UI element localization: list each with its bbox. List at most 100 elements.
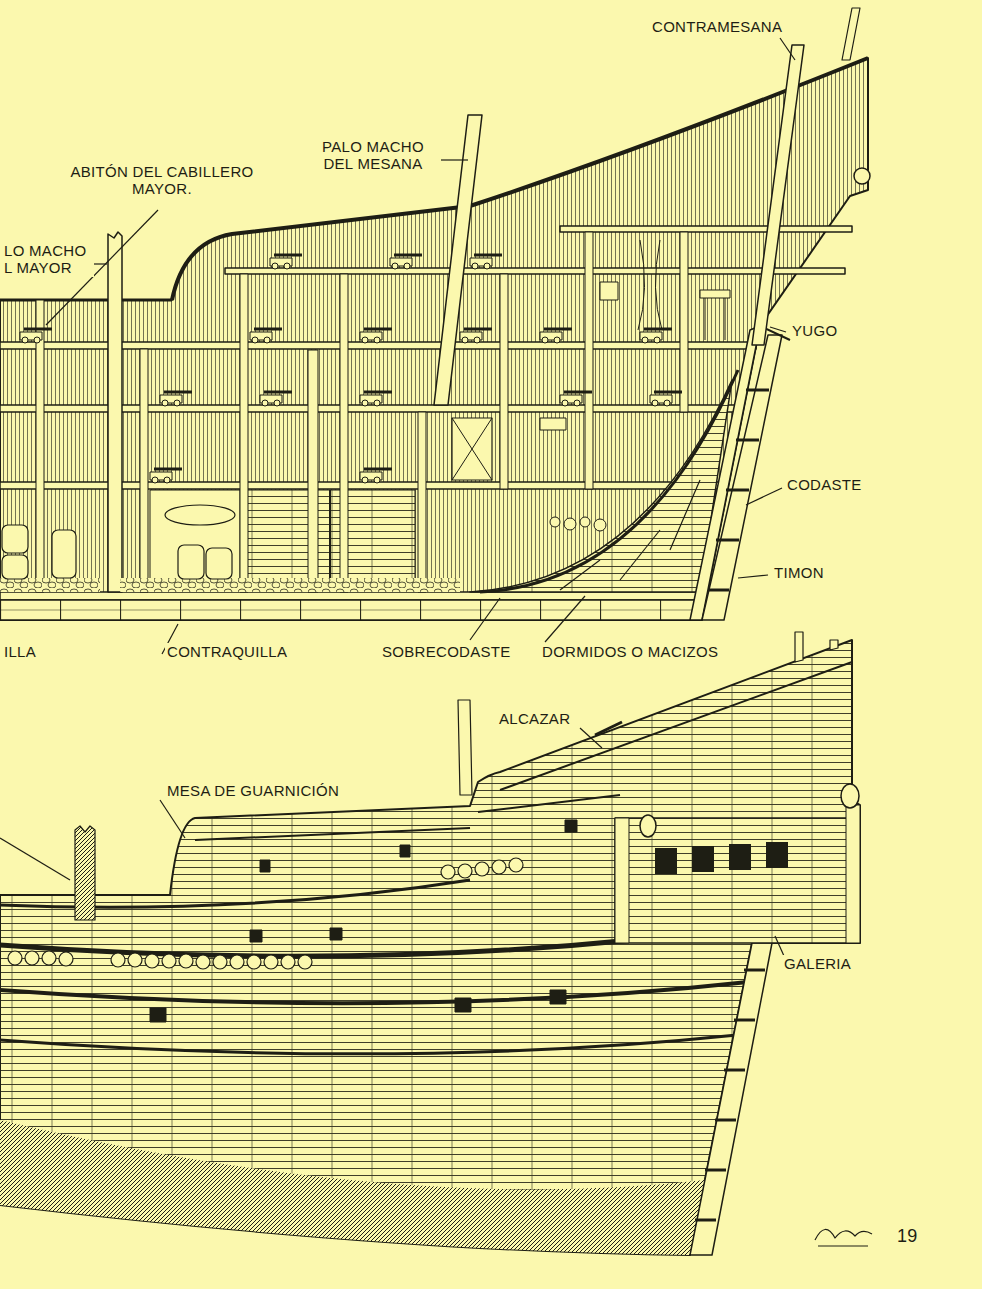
ship-drawing-polygon <box>458 700 472 795</box>
part-label: SOBRECODASTE <box>380 643 513 660</box>
part-label: CODASTE <box>785 476 864 493</box>
ship-drawing-rect <box>550 990 566 1004</box>
part-label: PALO MACHO DEL MESANA <box>305 138 441 173</box>
ship-drawing-circle <box>213 955 227 969</box>
ship-drawing-rect <box>245 490 415 592</box>
ship-drawing-rect <box>846 805 860 943</box>
ship-drawing-ellipse <box>841 784 859 808</box>
ship-drawing-polygon <box>752 45 804 345</box>
ship-drawing-rect <box>0 600 700 620</box>
ship-drawing-path <box>0 640 860 1255</box>
ship-drawing-line <box>746 488 782 505</box>
ship-drawing-use <box>650 392 682 406</box>
ship-drawing-circle <box>492 860 506 874</box>
ship-drawing-path <box>480 370 738 592</box>
ship-drawing-rect <box>52 530 76 578</box>
ship-drawing-line <box>746 389 769 392</box>
ship-drawing-rect <box>700 290 730 298</box>
ship-drawing-rect <box>655 848 677 874</box>
ship-drawing-path <box>470 380 732 592</box>
ship-drawing-rect <box>0 592 700 600</box>
ship-drawing-circle <box>550 517 560 527</box>
ship-drawing-rect <box>560 226 852 232</box>
ship-drawing-circle <box>8 951 22 965</box>
ship-drawing-use <box>390 255 422 269</box>
ship-drawing-circle <box>162 954 176 968</box>
ship-drawing-rect <box>178 545 204 579</box>
ship-drawing-use <box>250 329 282 343</box>
ship-drawing-use <box>360 329 392 343</box>
ship-drawing-rect <box>140 349 148 592</box>
ship-drawing-rect <box>0 578 100 592</box>
ship-drawing-circle <box>196 955 210 969</box>
ship-drawing-polygon <box>108 232 122 592</box>
ship-drawing-use <box>470 255 502 269</box>
ship-drawing-path <box>0 58 868 620</box>
ship-drawing-rect <box>330 928 342 940</box>
part-label: LO MACHO L MAYOR <box>2 242 94 277</box>
ship-drawing-rect <box>455 998 471 1012</box>
ship-drawing-line <box>160 800 185 838</box>
ship-drawing-rect <box>36 300 44 592</box>
ship-drawing-g <box>46 38 795 654</box>
ship-drawing-line <box>770 327 786 332</box>
ship-drawing-rect <box>120 578 460 592</box>
ship-drawing-line <box>780 38 795 60</box>
part-label: CONTRAMESANA <box>650 18 784 35</box>
ship-drawing-rect <box>418 412 426 592</box>
ship-drawing-rect <box>692 846 714 872</box>
ship-drawing-rect <box>225 268 845 274</box>
ship-drawing-polygon <box>795 632 803 662</box>
ship-drawing-rect <box>250 930 262 942</box>
ship-drawing-use <box>360 469 392 483</box>
ship-drawing-path <box>638 240 662 330</box>
part-label: MESA DE GUARNICIÓN <box>165 782 341 799</box>
ship-drawing-line <box>705 1169 726 1172</box>
ship-drawing-rect <box>680 232 688 412</box>
ship-drawing-g <box>2 505 235 579</box>
ship-drawing-line <box>734 1019 755 1022</box>
ship-drawing-path <box>0 880 470 907</box>
ship-drawing-rect <box>600 282 618 300</box>
ship-drawing-rect <box>540 418 566 430</box>
ship-drawing-g <box>695 970 765 1220</box>
ship-drawing-polygon <box>830 640 838 650</box>
ship-drawing-rect <box>452 418 492 480</box>
ship-drawing-rect <box>615 818 629 943</box>
ship-drawing-rect <box>565 820 577 832</box>
ship-drawing-rect <box>766 842 788 868</box>
ship-drawing-line <box>708 589 729 592</box>
ship-drawing-use <box>560 392 592 406</box>
ship-drawing-circle <box>247 955 261 969</box>
ship-drawing-line <box>736 439 759 442</box>
part-label: ABITÓN DEL CABILLERO MAYOR. <box>55 163 269 198</box>
ship-drawing-use <box>460 329 492 343</box>
ship-drawing-line <box>695 1219 716 1222</box>
ship-drawing-circle <box>111 953 125 967</box>
ship-drawing-path <box>478 795 620 812</box>
ship-drawing-line <box>560 560 600 590</box>
ship-drawing-polygon <box>690 943 772 1255</box>
part-label: ILLA <box>2 643 38 660</box>
ship-drawing-circle <box>230 955 244 969</box>
ship-drawing-line <box>452 418 492 480</box>
ship-drawing-circle <box>281 955 295 969</box>
ship-drawing-line <box>329 490 331 592</box>
ship-drawing-use <box>260 392 292 406</box>
ship-drawing-circle <box>854 168 870 184</box>
ship-drawing-line <box>580 728 602 748</box>
part-label: TIMON <box>772 564 826 581</box>
page-number: 19 <box>895 1226 920 1247</box>
ship-drawing-line <box>775 936 784 956</box>
ship-drawing-use <box>150 469 182 483</box>
ship-drawing-polygon <box>702 335 782 620</box>
ship-drawing-line <box>545 596 585 642</box>
ship-drawing-line <box>452 418 492 480</box>
ship-drawing-circle <box>59 952 73 966</box>
ship-drawing-use <box>540 329 572 343</box>
ship-drawing-polygon <box>75 826 95 920</box>
ship-drawing-line <box>725 298 726 340</box>
ship-drawing-rect <box>400 845 410 857</box>
ship-drawing-rect <box>615 818 860 943</box>
ship-drawing-line <box>620 530 660 580</box>
